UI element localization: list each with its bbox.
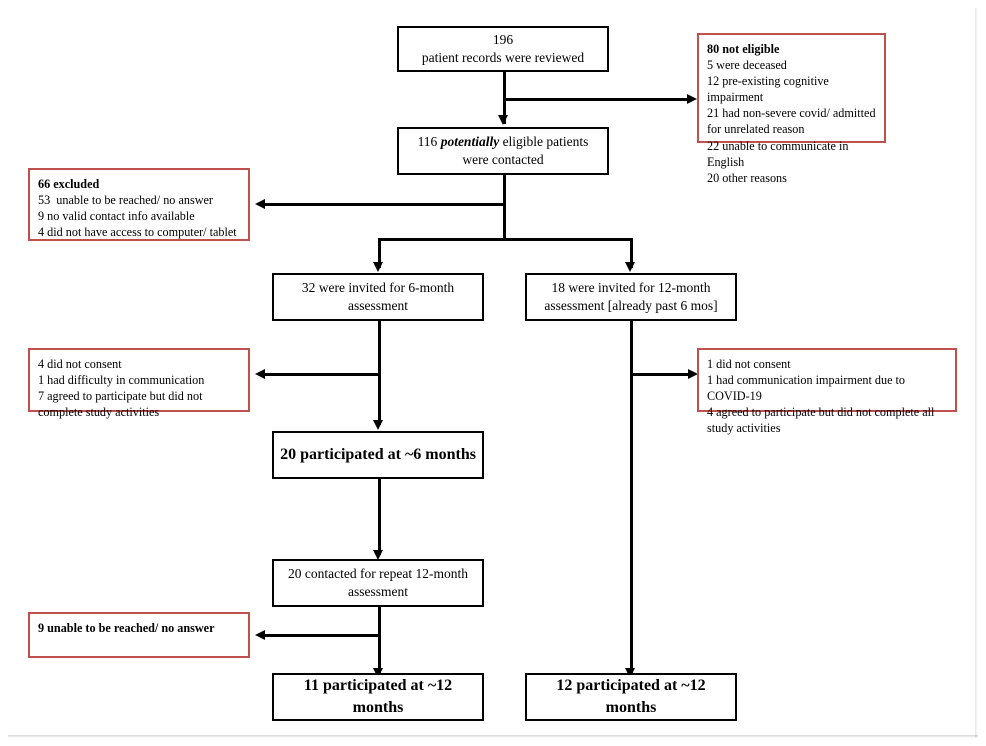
invited-12month-line2: assessment [already past 6 mos] — [544, 298, 718, 313]
participated-12month-left-line1: 11 participated at ~12 — [303, 677, 453, 695]
node-invited-12month: 18 were invited for 12-month assessment … — [525, 273, 737, 321]
records-reviewed-count: 196 — [492, 31, 514, 47]
records-reviewed-label: patient records were reviewed — [421, 50, 585, 65]
arrowhead-invited-6mo — [373, 262, 383, 272]
recontacted-line2: assessment — [348, 584, 408, 599]
connector-invited12-to-participated12 — [630, 321, 633, 673]
excluded-reason: 53 unable to be reached/ no answer — [38, 193, 213, 208]
arrowhead-contacted — [498, 115, 508, 125]
dropout-12month-reason: 1 had communication impairment due to CO… — [707, 373, 909, 404]
invited-6month-line2: assessment — [348, 298, 408, 313]
dropout-6month-reason: 1 had difficulty in communication — [38, 373, 205, 388]
contacted-suffix: eligible patients — [499, 133, 589, 149]
connector-split-right — [630, 238, 633, 268]
arrowhead-participated-6mo — [373, 420, 383, 430]
connector-split-left — [378, 238, 381, 268]
potentially-eligible-line2: were contacted — [462, 152, 544, 167]
not-eligible-reason: 22 unable to communicate in English — [707, 138, 852, 169]
arrowhead-dropout-6mo — [255, 369, 265, 379]
arrowhead-dropout-12mo — [688, 369, 698, 379]
arrowhead-recontacted — [373, 550, 383, 560]
page-shadow — [8, 735, 978, 738]
not-eligible-reason: 21 had non-severe covid/ admitted for un… — [707, 106, 879, 137]
participated-6month-text: 20 participated at ~6 months — [280, 446, 476, 464]
potentially-eligible-line1: 116 potentially eligible patients — [418, 133, 589, 151]
connector-contacted-trunk — [503, 175, 506, 240]
connector-to-excluded — [264, 203, 505, 206]
arrowhead-invited-12mo — [625, 262, 635, 272]
connector-recontacted-to-participated12 — [378, 607, 381, 673]
node-not-eligible: 80 not eligible 5 were deceased 12 pre-e… — [697, 33, 886, 185]
node-participated-6month: 20 participated at ~6 months — [272, 431, 484, 479]
node-unreachable: 9 unable to be reached/ no answer — [28, 612, 250, 658]
invited-6month-line1: 32 were invited for 6-month — [301, 279, 455, 295]
node-dropout-12month: 1 did not consent 1 had communication im… — [697, 348, 957, 435]
dropout-12month-reason: 4 agreed to participate but did not comp… — [707, 405, 938, 436]
excluded-header: 66 excluded — [38, 177, 100, 191]
connector-to-dropout-6mo — [264, 373, 380, 376]
dropout-6month-reason: 4 did not consent — [38, 357, 122, 371]
contacted-count: 116 — [417, 133, 441, 149]
arrowhead-excluded — [255, 199, 265, 209]
node-potentially-eligible: 116 potentially eligible patients were c… — [397, 127, 609, 175]
dropout-6month-reason: 7 agreed to participate but did not comp… — [38, 389, 206, 420]
node-participated-12month-left: 11 participated at ~12 months — [272, 673, 484, 721]
recontacted-line1: 20 contacted for repeat 12-month — [288, 565, 468, 581]
node-excluded: 66 excluded 53 unable to be reached/ no … — [28, 168, 250, 241]
not-eligible-reason: 20 other reasons — [707, 170, 787, 185]
connector-to-dropout-12mo — [630, 373, 690, 376]
node-recontacted-12month: 20 contacted for repeat 12-month assessm… — [272, 559, 484, 607]
node-records-reviewed: 196 patient records were reviewed — [397, 26, 609, 72]
excluded-reason: 4 did not have access to computer/ table… — [38, 225, 237, 240]
excluded-reason: 9 no valid contact info available — [38, 209, 195, 224]
not-eligible-reason: 5 were deceased — [707, 58, 787, 73]
arrowhead-not-eligible — [687, 94, 697, 104]
invited-12month-line1: 18 were invited for 12-month — [551, 279, 711, 295]
unreachable-header: 9 unable to be reached/ no answer — [38, 621, 215, 635]
node-participated-12month-right: 12 participated at ~12 months — [525, 673, 737, 721]
node-dropout-6month: 4 did not consent 1 had difficulty in co… — [28, 348, 250, 419]
not-eligible-reason: 12 pre-existing cognitive impairment — [707, 74, 832, 105]
connector-split-bar — [378, 238, 632, 241]
arrowhead-unreachable — [255, 630, 265, 640]
contacted-emphasis: potentially — [440, 133, 500, 149]
connector-to-unreachable — [264, 634, 380, 637]
page-shadow — [975, 8, 978, 738]
connector-participated6-to-recontacted — [378, 479, 381, 555]
connector-to-not-eligible — [503, 98, 689, 101]
dropout-12month-reason: 1 did not consent — [707, 357, 791, 371]
participated-12month-right-line1: 12 participated at ~12 — [556, 677, 706, 695]
not-eligible-header: 80 not eligible — [707, 42, 780, 56]
participated-12month-left-line2: months — [352, 699, 404, 716]
node-invited-6month: 32 were invited for 6-month assessment — [272, 273, 484, 321]
participated-12month-right-line2: months — [605, 699, 657, 716]
